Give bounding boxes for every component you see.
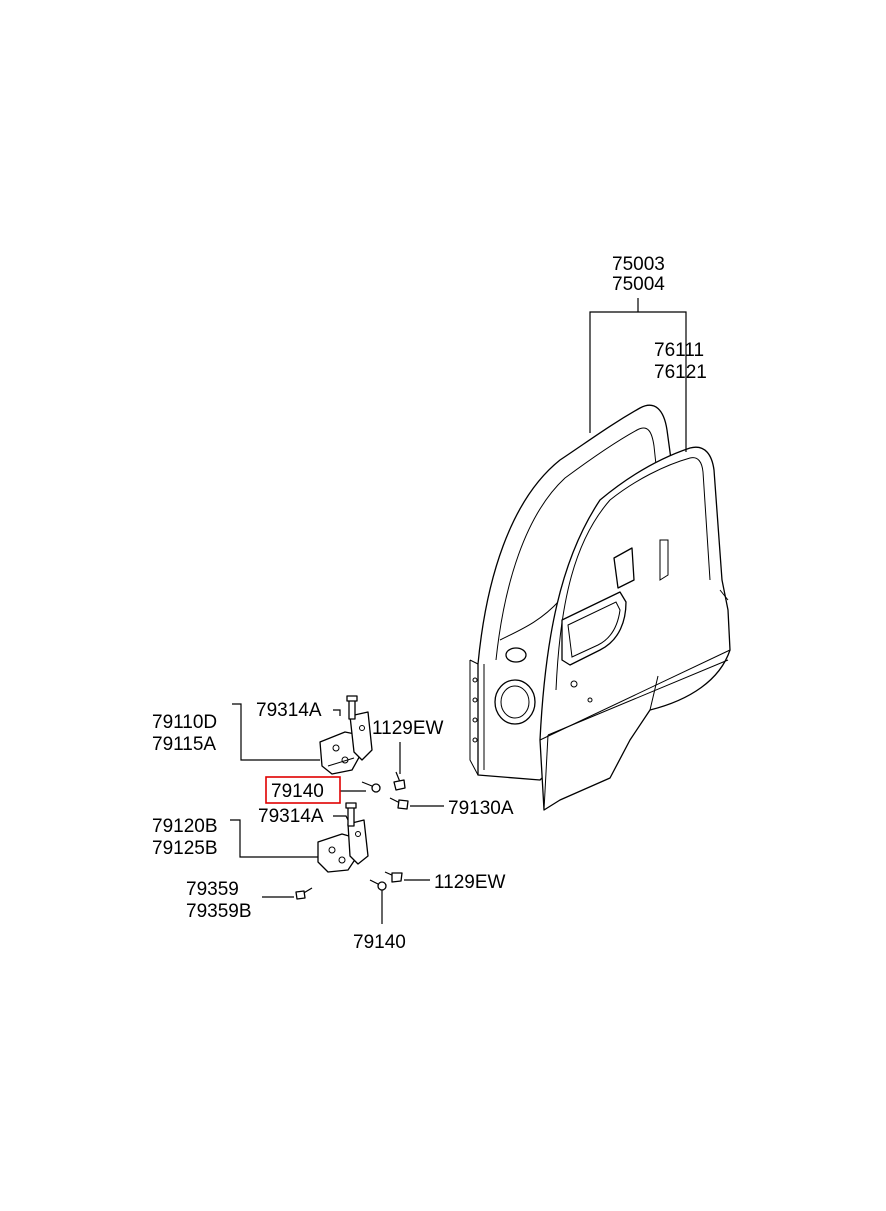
frame-cutout [613,547,635,589]
label-bottom-bolt[interactable]: 79140 [353,932,406,953]
lower-hinge-pin [345,802,357,827]
leader-lines [230,298,687,924]
label-lower-hinge-b[interactable]: 79125B [152,838,218,859]
label-panel-b[interactable]: 75004 [612,274,665,295]
label-panel-a[interactable]: 75003 [612,254,665,275]
label-highlight-bolt[interactable]: 79140 [271,781,324,802]
bolt-79140-lower [369,879,387,891]
label-check-bolt-a[interactable]: 79359 [186,879,239,900]
label-frame-a[interactable]: 76111 [654,340,704,361]
label-lower-bolt[interactable]: 1129EW [434,872,506,893]
panel-opening [505,647,527,663]
bolt-79140-upper [361,781,381,793]
panel-holes [472,677,478,743]
door-handle-recess [561,591,627,666]
bolt-79359 [295,887,313,900]
label-upper-bolt[interactable]: 1129EW [372,718,444,739]
label-lower-hinge-a[interactable]: 79120B [152,816,218,837]
lower-hinge [317,819,369,873]
label-check-bolt-b[interactable]: 79359B [186,901,252,922]
bolt-79130a [389,797,409,810]
door-inner-frame [539,446,731,811]
label-upper-hinge-a[interactable]: 79110D [152,712,217,733]
label-frame-b[interactable]: 76121 [654,362,707,383]
highlight-box [265,776,341,804]
label-mid-bolt[interactable]: 79130A [448,798,514,819]
upper-hinge-pin [346,695,358,720]
label-lower-pin[interactable]: 79314A [258,806,324,827]
bolt-1129ew-lower [384,871,403,883]
bolt-1129ew-upper [393,771,406,791]
upper-hinge [319,711,373,775]
label-upper-pin[interactable]: 79314A [256,700,322,721]
label-upper-hinge-b[interactable]: 79115A [152,734,216,755]
